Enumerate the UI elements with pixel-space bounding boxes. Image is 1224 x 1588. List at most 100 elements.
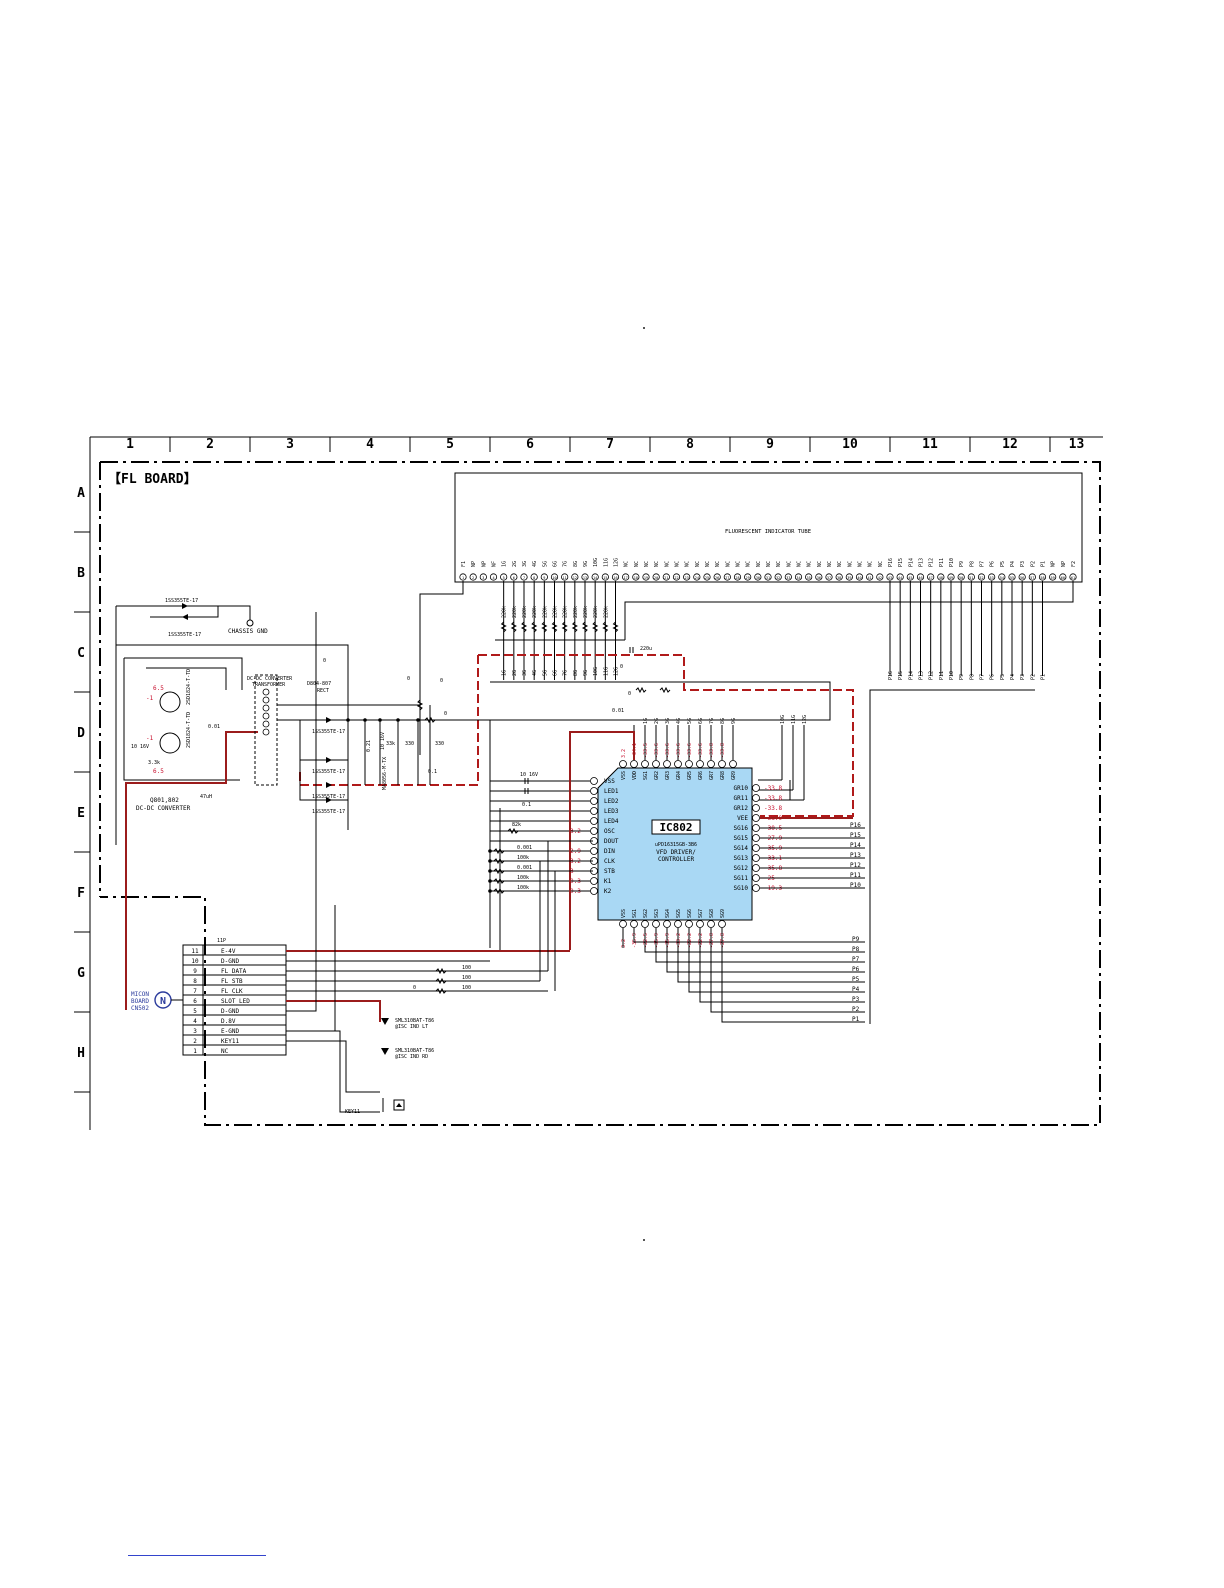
- tube-pin-number: 18: [634, 576, 638, 580]
- grid-resistor-label: 220k: [563, 606, 569, 618]
- tube-pin-27: [723, 573, 731, 581]
- tube-pin-name-52: P7: [980, 561, 986, 567]
- tube-pin-46: [916, 573, 925, 581]
- grid-resistor: [612, 621, 619, 633]
- tube-pin-number: 21: [664, 576, 668, 580]
- grid-resistor: [581, 621, 589, 633]
- segment-label-1: P16: [888, 671, 894, 680]
- ic-bottom-volt-2: -35.9: [632, 933, 638, 948]
- segment-label-3: P14: [908, 671, 914, 680]
- rectifier-label-2: RECT: [317, 688, 329, 694]
- connector-pin-num-3: 3: [193, 1028, 197, 1035]
- tube-label: FLUORESCENT INDICATOR TUBE: [725, 529, 811, 535]
- ic-top-grid-2: 2G: [654, 718, 660, 724]
- column-label-3: 3: [286, 437, 294, 452]
- transformer-winding: [262, 712, 270, 720]
- tube-pin-49: [947, 573, 955, 581]
- grid-d-label-10G: 10G: [780, 715, 786, 724]
- ic-top-volt-6: -33.6: [676, 743, 682, 758]
- grid-resistor-label: 220k: [512, 606, 518, 618]
- tube-pin-30: [754, 573, 762, 581]
- signal-resistor-label: 100: [462, 965, 471, 971]
- tube-pin-name-4: NF: [492, 561, 498, 567]
- ic-right-volt-2: -33.8: [764, 795, 782, 802]
- tube-pin-number: 13: [583, 576, 587, 580]
- tube-pin-number: 33: [786, 576, 790, 580]
- tube-pin-name-59: NP: [1051, 561, 1057, 567]
- connector-ref: 11P: [217, 938, 226, 944]
- tube-pin-number: 9: [543, 576, 545, 580]
- ic802-desc2: CONTROLLER: [658, 856, 695, 863]
- tube-pin-name-38: NC: [837, 561, 843, 567]
- tube-pin-7: [520, 573, 528, 581]
- tube-pin-name-16: 12G: [614, 558, 620, 567]
- key-label: KEY11: [345, 1109, 360, 1115]
- grid-resistor: [561, 621, 568, 633]
- led-label-2: SML310BAT-T86: [395, 1048, 434, 1054]
- segment-label-5: P12: [929, 671, 935, 680]
- tube-pin-number: 43: [888, 576, 892, 580]
- rect-diode-label-1: 1SS355TE-17: [312, 729, 345, 735]
- tube-pin-52: [977, 573, 986, 581]
- led-2: [381, 1048, 389, 1055]
- tube-pin-number: 56: [1020, 576, 1024, 580]
- tube-pin-name-17: NC: [624, 561, 630, 567]
- tube-pin-60: [1059, 573, 1067, 581]
- tube-pin-number: 61: [1071, 576, 1075, 580]
- segment-label-8: P9: [959, 674, 965, 680]
- res-0-label: 0: [620, 664, 623, 670]
- res-d2: [416, 699, 424, 711]
- junction-left: [488, 869, 492, 873]
- ic-bottom-wire-P9: [633, 928, 865, 943]
- tube-pin-36: [815, 573, 823, 581]
- ic-left-pin-name-LED2: LED2: [604, 798, 619, 805]
- grid-resistor: [531, 621, 538, 633]
- tube-pin-61: [1069, 573, 1077, 581]
- ic-top-grid-4: 4G: [676, 718, 682, 724]
- ic-bottom-pin-name-SG2: SG2: [643, 909, 649, 918]
- tube-pin-38: [835, 573, 843, 581]
- ic-bottom-pin-4: [652, 920, 660, 928]
- transformer-winding: [262, 720, 270, 728]
- ic-right-pin-name-GR10: GR10: [734, 785, 749, 792]
- tube-pin-5: [500, 573, 508, 581]
- ic-bottom-wire-P6: [666, 928, 865, 973]
- tube-pin-number: 35: [807, 576, 811, 580]
- micon-label-2: BOARD: [131, 998, 149, 1005]
- tube-pin-44: [896, 573, 904, 581]
- column-label-8: 8: [686, 437, 694, 452]
- tube-pin-name-57: P2: [1030, 561, 1036, 567]
- ic-bottom-net-P5: P5: [852, 976, 860, 983]
- tube-pin-name-56: P3: [1020, 561, 1026, 567]
- ic-right-pin-1: [752, 784, 760, 792]
- tube-pin-29: [744, 573, 752, 581]
- diode-top-wire-2: [150, 606, 219, 618]
- grid-label-c-11G: 11G: [603, 667, 609, 676]
- tube-pin-28: [733, 573, 742, 581]
- tube-pin-name-7: 3G: [522, 561, 528, 567]
- page-dot-bottom: [643, 1239, 645, 1241]
- grid-label-c-2G: 2G: [512, 670, 518, 676]
- series-resistor: [493, 857, 505, 865]
- ic-right-pin-10: [752, 874, 760, 882]
- ic-top-pin-5: [663, 760, 671, 768]
- ic-bottom-volt-4: -35.9: [654, 933, 660, 948]
- ic-bottom-volt-10: -27.8: [720, 933, 726, 948]
- tube-pin-50: [957, 573, 965, 581]
- segment-label-14: P3: [1020, 674, 1026, 680]
- grid-resistor-label: 220k: [573, 606, 579, 618]
- ic-left-pin-2: [590, 787, 598, 795]
- connector-pin-num-4: 4: [193, 1018, 197, 1025]
- grid-resistor-label: 220k: [593, 606, 599, 618]
- grid-resistor: [551, 621, 558, 633]
- junction-dot: [416, 718, 420, 722]
- cap-01-e-label: 0.1: [522, 802, 531, 808]
- segment-label-12: P5: [1000, 674, 1006, 680]
- signal-resistor: [435, 977, 447, 985]
- row-label-C: C: [77, 646, 85, 661]
- transformer-winding: [262, 696, 270, 704]
- tube-pin-name-54: P5: [1000, 561, 1006, 567]
- eject-key: [393, 1099, 405, 1111]
- tube-pin-number: 14: [593, 576, 597, 580]
- tube-pin-23: [683, 573, 691, 581]
